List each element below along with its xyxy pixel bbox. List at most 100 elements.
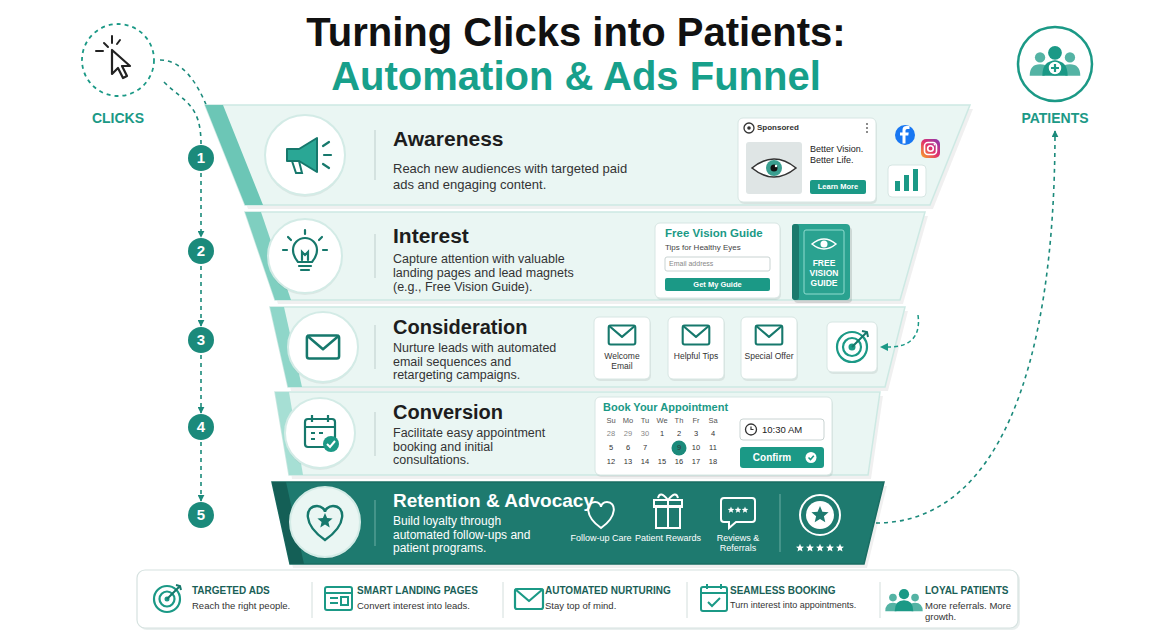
summary-item-outline <box>512 575 680 623</box>
calendar-day: 11 <box>705 443 721 453</box>
guide-book: FREE VISION GUIDE <box>792 224 850 300</box>
node-text: Reach the right people. <box>192 600 306 611</box>
node-heading: Helpful Tips <box>668 351 724 361</box>
lead-form-card: Free Vision GuideTips for Healthy EyesEm… <box>655 223 780 298</box>
node-heading: 4 <box>188 414 214 440</box>
node-heading: FREE VISION GUIDE <box>801 258 847 288</box>
node-text: Tips for Healthy Eyes <box>665 243 775 252</box>
calendar-day: 12 <box>603 457 619 467</box>
node-heading: SMART LANDING PAGES <box>357 585 494 596</box>
node-heading: Book Your Appointment <box>603 401 763 413</box>
email-card: Helpful Tips <box>668 317 724 379</box>
node-heading: CLICKS <box>70 110 166 126</box>
node-heading: PATIENTS <box>1000 110 1110 126</box>
calendar-day: 5 <box>603 443 619 453</box>
dashed-connector <box>200 442 202 501</box>
summary-item-outline <box>150 575 308 623</box>
node-heading: 5 <box>188 502 214 528</box>
summary-item: TARGETED ADS Reach the right people. <box>150 575 308 623</box>
node-text: Turn interest into appointments. <box>730 600 876 611</box>
node-heading: TARGETED ADS <box>192 585 306 596</box>
benefit-label: Reviews & Referrals <box>703 533 773 553</box>
node-heading: Retention & Advocacy <box>393 490 653 512</box>
benefit-label: Patient Rewards <box>633 533 703 543</box>
calendar-day: 4 <box>705 429 721 439</box>
step-number: 5 <box>188 502 214 528</box>
node-text: Capture attention with valuable landing … <box>393 252 598 294</box>
node-heading: Free Vision Guide <box>665 227 775 239</box>
node-heading: Welcome Email <box>594 351 650 371</box>
email-card: Special Offer <box>741 317 797 379</box>
node-text: More referrals. More growth. <box>925 600 1013 622</box>
node-text: Build loyalty through automated follow-u… <box>393 515 543 556</box>
time-field: 10:30 AM <box>740 419 824 440</box>
step-number: 3 <box>188 327 214 353</box>
calendar-day: 2 <box>671 429 687 439</box>
weekday-label: We <box>654 416 670 426</box>
booking-card: Book Your Appointment 10:30 AM Confirm SuMo… <box>595 397 832 475</box>
node-heading: 1 <box>188 145 214 171</box>
weekday-label: Th <box>671 416 687 426</box>
node-heading: 3 <box>188 327 214 353</box>
calendar-day: 17 <box>688 457 704 467</box>
funnel-band: ConversionFacilitate easy appointment bo… <box>275 392 880 475</box>
calendar-day: 6 <box>620 443 636 453</box>
funnel-band: AwarenessReach new audiences with target… <box>205 105 970 205</box>
weekday-label: Tu <box>637 416 653 426</box>
node-text: Stay top of mind. <box>545 600 678 611</box>
summary-item-outline <box>322 575 496 623</box>
node-heading: AUTOMATED NURTURING <box>545 585 678 596</box>
calendar-day: 8 <box>654 443 670 453</box>
summary-item: SMART LANDING PAGESConvert interest into… <box>322 575 496 623</box>
summary-item-outline <box>697 575 877 623</box>
calendar-day: 3 <box>688 429 704 439</box>
step-number: 1 <box>188 145 214 171</box>
benefit-label: Follow-up Care <box>566 533 636 543</box>
node-text: Nurture leads with automated email seque… <box>393 342 573 383</box>
calendar-day: 18 <box>705 457 721 467</box>
node-heading: Sponsored <box>757 123 847 132</box>
node-text: Get My Guide <box>665 278 770 291</box>
funnel-band: InterestCapture attention with valuable … <box>245 212 925 300</box>
node-heading: Special Offer <box>741 351 797 361</box>
dashed-connector <box>200 355 202 413</box>
node-heading: Confirm <box>742 447 802 468</box>
funnel-band: Retention & AdvocacyBuild loyalty throug… <box>272 482 884 564</box>
confirm-button: Confirm <box>740 447 824 468</box>
calendar-day: 16 <box>671 457 687 467</box>
node-heading: Consideration <box>393 316 643 339</box>
step-number: 2 <box>188 238 214 264</box>
calendar-day: 29 <box>620 429 636 439</box>
node-heading: SEAMLESS BOOKING <box>730 585 876 596</box>
node-heading: Awareness <box>393 127 653 151</box>
node-heading: LOYAL PATIENTS <box>925 585 1013 596</box>
calendar-day: 7 <box>637 443 653 453</box>
calendar-day: 13 <box>620 457 636 467</box>
dashed-connector <box>200 266 202 326</box>
funnel-band-outline <box>270 307 905 387</box>
patients-icon: PATIENTS <box>1000 22 1110 128</box>
dashed-connector <box>164 82 201 144</box>
weekday-label: Sa <box>705 416 721 426</box>
diagram-subtitle: Automation & Ads Funnel <box>0 54 1152 98</box>
ad-card: SponsoredBetter Vision. Better Life. Lear… <box>738 118 876 202</box>
node-heading: 2 <box>188 238 214 264</box>
node-text: Reach new audiences with targeted paid a… <box>393 161 648 193</box>
summary-item: AUTOMATED NURTURING Stay top of mind. <box>512 575 680 623</box>
calendar-day: 1 <box>654 429 670 439</box>
summary-panel <box>137 570 1018 628</box>
calendar-day: 15 <box>654 457 670 467</box>
step-number: 4 <box>188 414 214 440</box>
calendar-day: 30 <box>637 429 653 439</box>
calendar-day: 28 <box>603 429 619 439</box>
node-text: Better Vision. Better Life. <box>810 144 872 166</box>
calendar-day: 9 <box>671 443 687 453</box>
weekday-label: Mo <box>620 416 636 426</box>
weekday-label: Su <box>603 416 619 426</box>
node-text: Facilitate easy appointment booking and … <box>393 427 568 468</box>
funnel-band: ConsiderationNurture leads with automate… <box>270 307 905 387</box>
node-heading: Conversion <box>393 401 623 424</box>
panel-dividers <box>312 582 880 618</box>
node-text: Learn More <box>810 180 866 194</box>
